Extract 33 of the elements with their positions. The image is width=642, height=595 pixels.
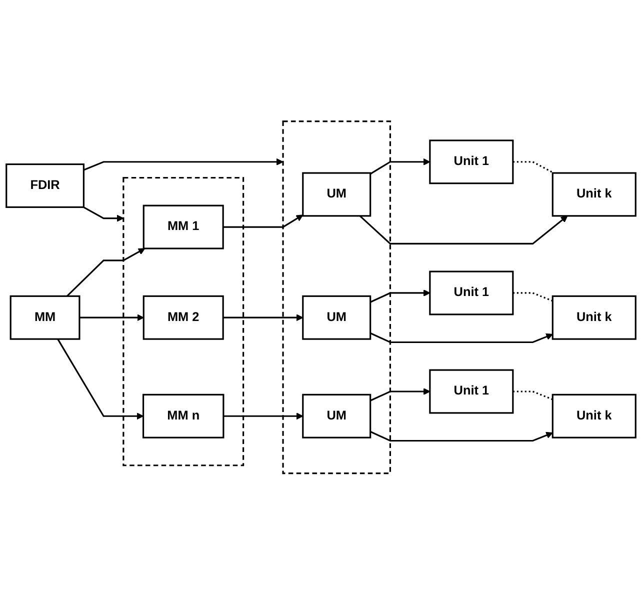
arrow: [370, 158, 430, 175]
arrow: [359, 215, 568, 245]
node-box: UM: [302, 394, 372, 439]
node-box: Unit k: [552, 394, 636, 439]
node-box: FDIR: [6, 164, 84, 208]
node-box: Unit 1: [429, 270, 514, 316]
node-box: UM: [302, 296, 372, 340]
node-box: UM: [302, 172, 372, 217]
arrow: [223, 214, 304, 228]
connector: [512, 390, 553, 400]
arrow: [370, 388, 430, 402]
connector: [512, 292, 553, 302]
arrow: [83, 158, 284, 171]
node-box: Unit k: [552, 296, 636, 340]
arrow: [370, 290, 430, 303]
node-box: MM: [10, 296, 80, 340]
node-box: Unit 1: [429, 140, 514, 184]
node-box: MM 2: [142, 296, 224, 340]
connector: [512, 161, 554, 174]
arrow: [66, 248, 146, 297]
node-box: MM 1: [142, 204, 224, 250]
cluster: [122, 177, 244, 466]
arrow: [83, 206, 124, 222]
node-box: Unit k: [552, 172, 636, 217]
arrow: [370, 332, 553, 344]
arrow: [223, 314, 304, 322]
node-box: MM n: [142, 394, 224, 439]
arrow: [223, 412, 304, 420]
arrow: [370, 431, 553, 442]
arrow: [79, 314, 144, 322]
arrow: [57, 338, 144, 420]
cluster: [282, 120, 391, 474]
node-box: Unit 1: [429, 369, 514, 414]
